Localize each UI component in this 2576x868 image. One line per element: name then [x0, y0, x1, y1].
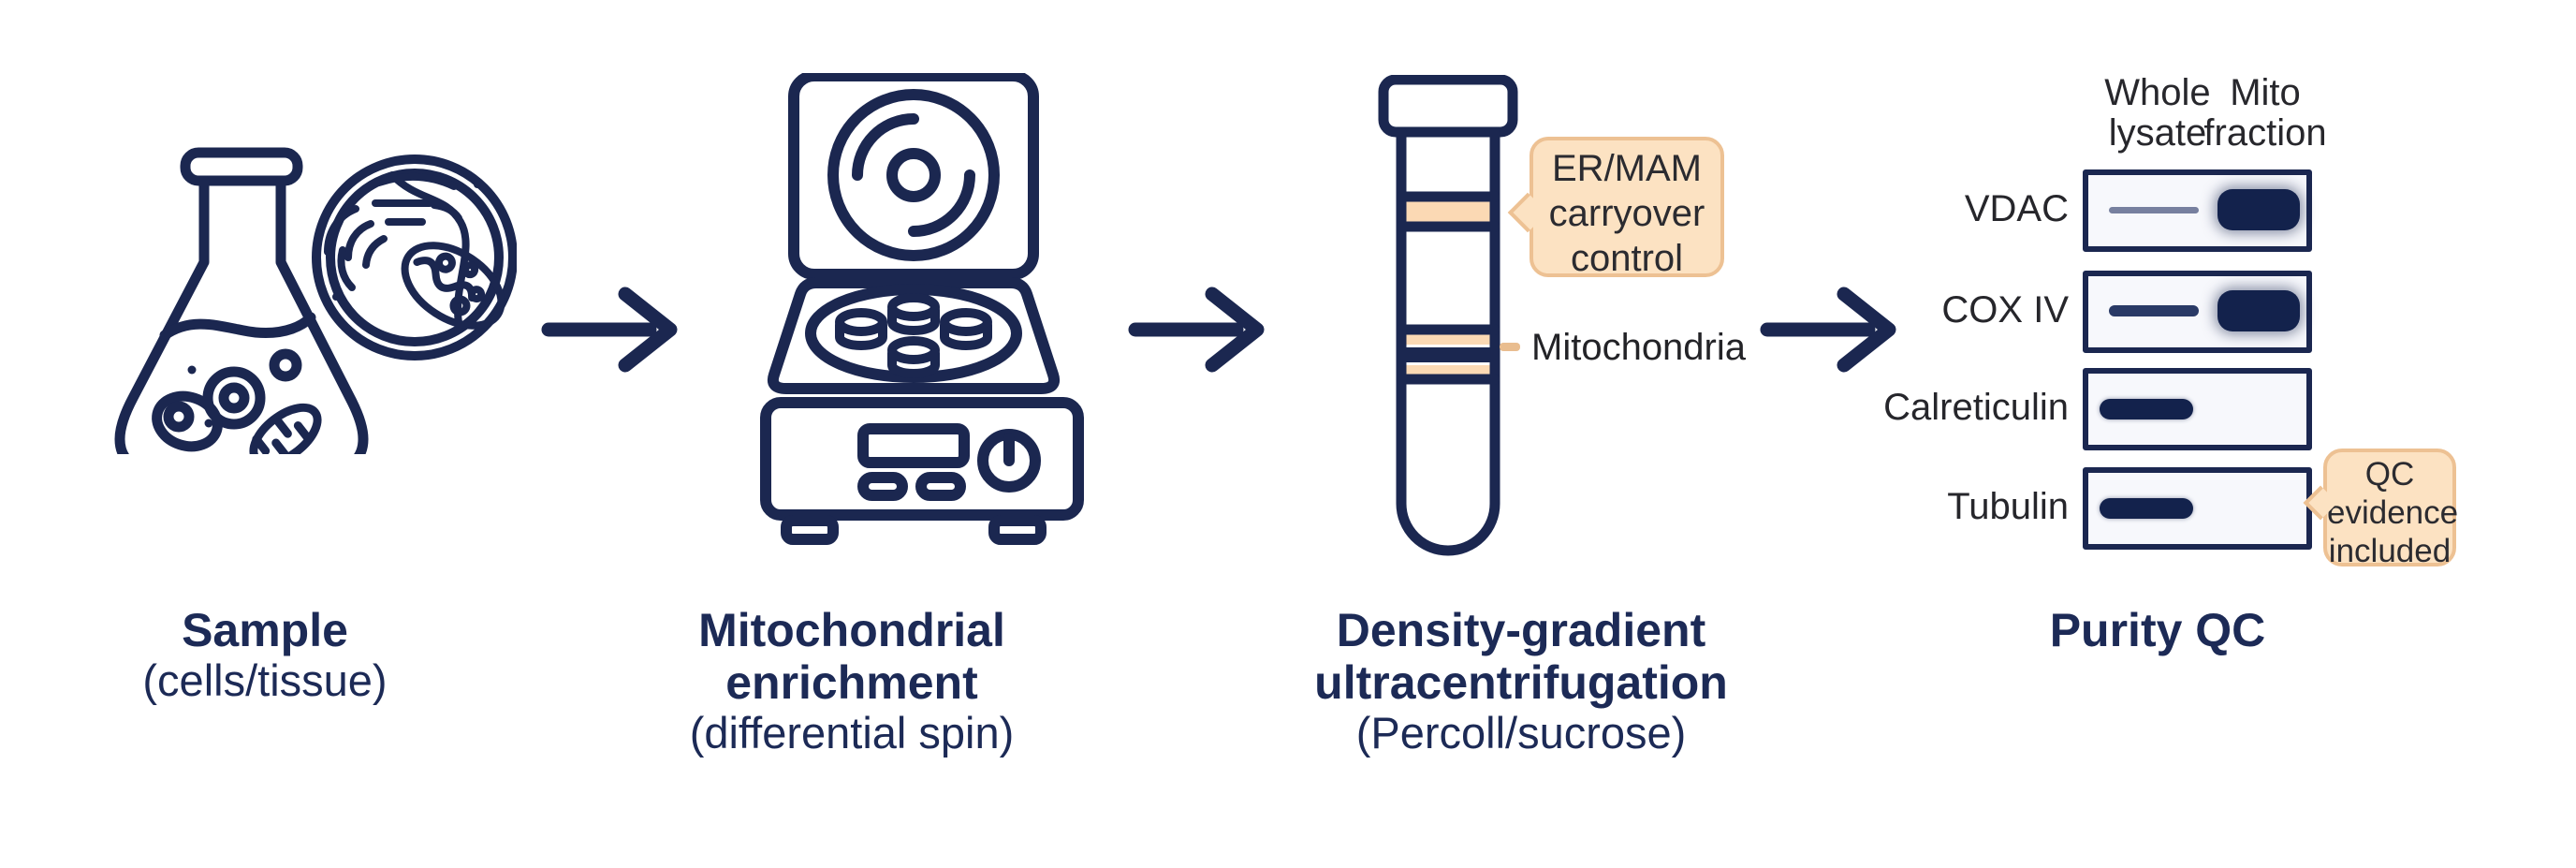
step-title-mitochondrial-enrichment: Mitochondrial enrichment (differential s… [689, 604, 1015, 758]
qc-evidence-callout: QC evidence included [2323, 449, 2459, 569]
callout-line: carryover [1548, 193, 1705, 234]
centrifuge-button [915, 472, 966, 501]
tube-cap [1378, 75, 1518, 138]
blot-column-header-whole-lysate: Whole lysate [2104, 72, 2211, 154]
centrifuge-icon [760, 73, 1084, 545]
step-title-purity-qc: Purity QC [2049, 604, 2266, 656]
er-mam-band [1406, 201, 1490, 223]
flask-cells-icon [114, 147, 517, 454]
blot-panel-tubulin [2083, 467, 2312, 550]
blot-panel-cox-iv [2083, 271, 2312, 353]
gradient-tube-icon [1378, 75, 1518, 556]
callout-line: QC [2364, 456, 2415, 493]
flow-arrow-icon [1128, 287, 1265, 373]
blot-column-header-mito-fraction: Mito fraction [2203, 72, 2327, 154]
callout-line: ER/MAM [1552, 148, 1702, 189]
er-mam-callout: ER/MAM carryover control [1530, 137, 1724, 279]
blot-row-label: Calreticulin [1883, 387, 2069, 428]
blot-band-mito-fraction [2217, 189, 2300, 230]
centrifuge-display [857, 423, 970, 468]
blot-row-label: VDAC [1964, 188, 2069, 229]
blot-band-mito-fraction [2217, 290, 2300, 331]
blot-panel-calreticulin [2083, 368, 2312, 450]
callout-line: included [2328, 532, 2452, 569]
callout-line: control [1570, 238, 1684, 279]
mitochondria-band [1401, 347, 1495, 362]
blot-band-whole-lysate [2109, 207, 2199, 213]
blot-band-whole-lysate [2100, 399, 2193, 419]
callout-line: evidence [2327, 493, 2459, 531]
blot-band-whole-lysate [2100, 498, 2193, 519]
step-title-density-gradient: Density-gradient ultracentrifugation (Pe… [1314, 604, 1728, 758]
blot-panel-vdac [2083, 169, 2312, 252]
centrifuge-button [857, 472, 908, 501]
flow-arrow-icon [541, 287, 678, 373]
mitochondria-band-label: Mitochondria [1531, 327, 1747, 368]
blot-row-label: Tubulin [1947, 486, 2069, 527]
step-title-sample: Sample (cells/tissue) [142, 604, 388, 705]
blot-row-label: COX IV [1941, 289, 2069, 331]
leader-dash [1500, 343, 1520, 351]
blot-band-whole-lysate [2109, 305, 2199, 316]
flow-arrow-icon [1760, 287, 1896, 373]
